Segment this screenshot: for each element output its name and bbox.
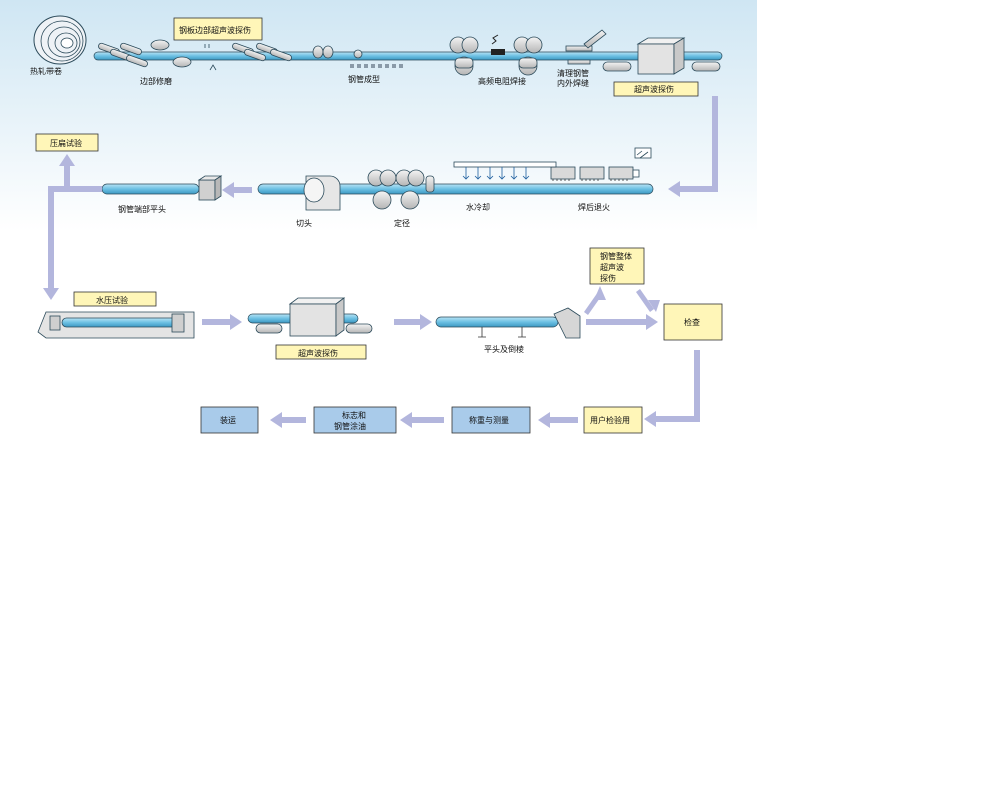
label-plate-edge-ut: 钢板边部超声波探伤 — [179, 25, 251, 35]
cutoff-saw-icon — [303, 175, 341, 211]
flow-arrow-row3-a — [202, 314, 242, 330]
label-ut-row1: 超声波探伤 — [634, 84, 674, 94]
facing-beveling-machine-icon — [478, 307, 581, 339]
welding-rollers-icon — [449, 36, 543, 76]
ut-station-icon — [602, 37, 721, 75]
pipe-end-facing-pipe — [101, 183, 200, 195]
label-hf-erw-welding: 高频电阻焊接 — [478, 76, 526, 86]
pipe-line-row2 — [257, 183, 654, 195]
label-shipping: 装运 — [220, 415, 236, 425]
label-clean-weld-line2: 内外焊缝 — [557, 78, 589, 88]
flow-arrow-row4-a — [538, 412, 578, 428]
label-ut-row3: 超声波探伤 — [298, 348, 338, 358]
annealing-induction-units-icon — [550, 166, 634, 181]
shipping-box — [200, 406, 259, 434]
hydro-test-machine-icon — [37, 311, 195, 339]
flattening-test-box — [35, 133, 99, 152]
plate-edge-ut-box — [173, 17, 263, 41]
inspection-box — [663, 303, 723, 341]
temperature-sensor-icon — [632, 147, 652, 178]
label-weighing: 称重与测量 — [469, 415, 509, 425]
flow-arrow-to-flattening-test — [48, 154, 102, 192]
label-flattening-test: 压扁试验 — [50, 138, 82, 148]
hf-induction-coil-icon — [491, 34, 505, 55]
label-user-inspection: 用户检验用 — [590, 415, 630, 425]
label-cutting: 切头 — [296, 218, 312, 228]
ut-box-row1 — [613, 81, 699, 97]
flow-arrow-row4-b — [400, 412, 444, 428]
weld-bead-scarfing-icon — [565, 29, 607, 65]
edge-trimming-rollers-icon — [98, 39, 192, 68]
label-pipe-end-facing: 钢管端部平头 — [118, 204, 166, 214]
flow-arrow-down-to-row3 — [43, 186, 59, 300]
label-edge-trimming: 边部修磨 — [140, 76, 172, 86]
label-inspection: 检查 — [684, 317, 700, 327]
label-facing-beveling: 平头及倒棱 — [484, 344, 524, 354]
pipe-line-row3-facing — [435, 316, 559, 328]
label-pipe-forming: 钢管成型 — [348, 74, 380, 84]
label-full-body-ut-line1: 钢管整体 — [600, 251, 632, 261]
label-hot-rolled-coil: 热轧带卷 — [30, 66, 62, 76]
forming-rollers-icon — [232, 42, 406, 68]
marking-box — [313, 406, 397, 434]
label-clean-weld-line1: 清理钢管 — [557, 68, 589, 78]
facing-machine-icon — [197, 175, 223, 201]
label-sizing: 定径 — [394, 218, 410, 228]
user-inspection-box — [583, 406, 643, 434]
label-water-cooling: 水冷却 — [466, 202, 490, 212]
flow-arrow-row2-a — [222, 182, 252, 198]
label-post-weld-annealing: 焊后退火 — [578, 202, 610, 212]
flow-arrow-row3-to-row4 — [644, 350, 700, 427]
label-hydro-test: 水压试验 — [96, 295, 128, 305]
water-cooling-spray-icon — [453, 161, 557, 180]
flow-arrow-row4-c — [270, 412, 306, 428]
flow-arrows-to-inspection — [584, 286, 660, 330]
sizing-rollers-icon — [367, 169, 435, 210]
flow-arrow-row3-b — [394, 314, 432, 330]
hydro-test-box — [73, 291, 157, 307]
hot-rolled-coil-icon — [33, 15, 87, 65]
ut-station-row3-icon — [255, 297, 373, 337]
label-marking-line2: 钢管涂油 — [334, 421, 366, 431]
flow-arrow-row1-to-row2 — [668, 96, 718, 197]
full-body-ut-box — [589, 247, 645, 285]
ut-probe-icon — [204, 44, 217, 71]
label-full-body-ut-line2: 超声波 — [600, 262, 624, 272]
label-marking-line1: 标志和 — [342, 410, 366, 420]
weighing-box — [451, 406, 531, 434]
ut-box-row3 — [275, 344, 367, 360]
label-full-body-ut-line3: 探伤 — [600, 273, 616, 283]
